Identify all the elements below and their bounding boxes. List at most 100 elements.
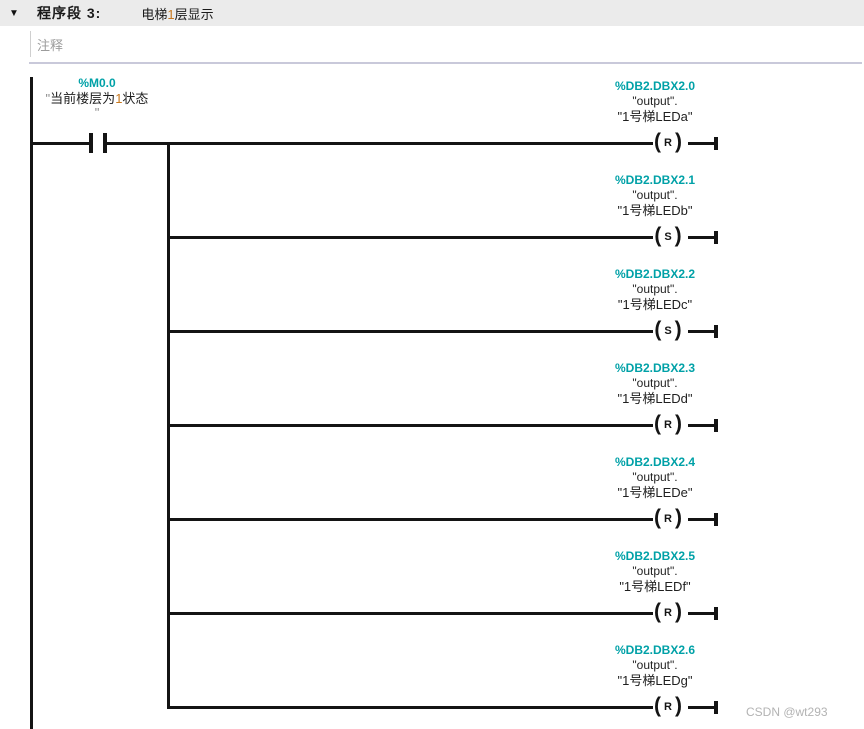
power-rail-stub (714, 419, 718, 432)
network-title[interactable]: 电梯1层显示 (141, 4, 213, 23)
collapse-triangle-icon[interactable]: ▼ (9, 7, 19, 19)
power-rail-stub (714, 325, 718, 338)
power-rail-stub (714, 137, 718, 150)
contact-name-part1: 当前楼层为 (50, 91, 116, 106)
coil-operand-label[interactable]: %DB2.DBX2.2 "output". "1号梯LEDc" (565, 266, 745, 313)
coil-symbol[interactable]: ( R ) (648, 505, 688, 533)
contact-address: %M0.0 (78, 76, 116, 90)
coil-paren-open: ( (654, 318, 662, 341)
coil-address: %DB2.DBX2.4 (614, 455, 696, 469)
coil-symbol[interactable]: ( S ) (648, 317, 688, 345)
network-header[interactable]: ▼ 程序段 3: 电梯1层显示 (0, 0, 864, 26)
network-title-part1: 电梯 (141, 6, 168, 22)
wire-coil-to-rail (688, 518, 716, 521)
coil-op-letter: S (664, 231, 672, 243)
coil-operand-label[interactable]: %DB2.DBX2.3 "output". "1号梯LEDd" (565, 360, 745, 407)
coil-op-letter: S (664, 325, 672, 337)
coil-operand-label[interactable]: %DB2.DBX2.1 "output". "1号梯LEDb" (565, 172, 745, 219)
wire-branch-to-coil (167, 706, 653, 709)
coil-db-name: "output". (632, 94, 678, 108)
coil-address: %DB2.DBX2.0 (614, 79, 696, 93)
coil-operand-label[interactable]: %DB2.DBX2.4 "output". "1号梯LEDe" (565, 454, 745, 501)
coil-paren-close: ) (674, 506, 682, 529)
comment-left-border (30, 31, 31, 57)
coil-paren-open: ( (654, 506, 662, 529)
coil-tag-name: "1号梯LEDa" (617, 109, 693, 124)
network-number-label: 程序段 3: (37, 5, 102, 21)
coil-db-name: "output". (632, 658, 678, 672)
coil-symbol[interactable]: ( R ) (648, 129, 688, 157)
coil-paren-close: ) (674, 412, 682, 435)
contact-operand-label[interactable]: %M0.0 "当前楼层为1状态 " (16, 76, 178, 119)
coil-op-letter: R (664, 513, 672, 525)
power-rail-stub (714, 701, 718, 714)
coil-operand-label[interactable]: %DB2.DBX2.5 "output". "1号梯LEDf" (565, 548, 745, 595)
coil-address: %DB2.DBX2.5 (614, 549, 696, 563)
power-rail-stub (714, 513, 718, 526)
contact-name-part2: 状态 (122, 91, 149, 106)
coil-operand-label[interactable]: %DB2.DBX2.0 "output". "1号梯LEDa" (565, 78, 745, 125)
coil-paren-open: ( (654, 130, 662, 153)
coil-address: %DB2.DBX2.3 (614, 361, 696, 375)
wire-coil-to-rail (688, 424, 716, 427)
wire-coil-to-rail (688, 142, 716, 145)
coil-paren-close: ) (674, 224, 682, 247)
coil-op-letter: R (664, 137, 672, 149)
coil-operand-label[interactable]: %DB2.DBX2.6 "output". "1号梯LEDg" (565, 642, 745, 689)
contact-symbol[interactable] (103, 133, 107, 153)
wire-branch-to-coil (167, 236, 653, 239)
wire-branch-to-coil (167, 424, 653, 427)
comment-underline (29, 62, 862, 64)
network-title-digit: 1 (167, 6, 175, 22)
coil-address: %DB2.DBX2.1 (614, 173, 696, 187)
coil-address: %DB2.DBX2.6 (614, 643, 696, 657)
network-comment-input[interactable]: 注释 (37, 38, 64, 53)
coil-db-name: "output". (632, 282, 678, 296)
coil-paren-open: ( (654, 412, 662, 435)
power-rail-stub (714, 607, 718, 620)
coil-tag-name: "1号梯LEDc" (617, 297, 693, 312)
coil-db-name: "output". (632, 564, 678, 578)
coil-paren-close: ) (674, 318, 682, 341)
wire-coil-to-rail (688, 236, 716, 239)
coil-paren-close: ) (674, 130, 682, 153)
coil-tag-name: "1号梯LEDe" (617, 485, 693, 500)
coil-symbol[interactable]: ( R ) (648, 599, 688, 627)
wire-coil-to-rail (688, 706, 716, 709)
coil-paren-close: ) (674, 600, 682, 623)
coil-paren-open: ( (654, 600, 662, 623)
coil-address: %DB2.DBX2.2 (614, 267, 696, 281)
coil-db-name: "output". (632, 376, 678, 390)
coil-paren-open: ( (654, 694, 662, 717)
wire-coil-to-rail (688, 612, 716, 615)
wire-branch-to-coil (167, 612, 653, 615)
coil-db-name: "output". (632, 188, 678, 202)
watermark-text: CSDN @wt293 (746, 705, 828, 719)
coil-tag-name: "1号梯LEDf" (619, 579, 691, 594)
coil-db-name: "output". (632, 470, 678, 484)
power-rail-left (30, 77, 33, 729)
coil-symbol[interactable]: ( R ) (648, 693, 688, 721)
contact-name-open-quote: " (45, 91, 51, 106)
coil-tag-name: "1号梯LEDb" (617, 203, 693, 218)
wire-rung-1 (107, 142, 653, 145)
wire-branch-to-coil (167, 330, 653, 333)
contact-symbol[interactable] (89, 133, 93, 153)
coil-tag-name: "1号梯LEDd" (617, 391, 693, 406)
wire-branch-to-coil (167, 518, 653, 521)
coil-paren-open: ( (654, 224, 662, 247)
wire-rail-to-contact (33, 142, 89, 145)
coil-symbol[interactable]: ( R ) (648, 411, 688, 439)
coil-op-letter: R (664, 607, 672, 619)
power-rail-stub (714, 231, 718, 244)
contact-name: "当前楼层为1状态 (16, 91, 178, 106)
coil-op-letter: R (664, 701, 672, 713)
coil-paren-close: ) (674, 694, 682, 717)
coil-symbol[interactable]: ( S ) (648, 223, 688, 251)
coil-tag-name: "1号梯LEDg" (617, 673, 693, 688)
network-title-part2: 层显示 (174, 6, 214, 22)
contact-name-digit: 1 (115, 91, 123, 106)
wire-coil-to-rail (688, 330, 716, 333)
contact-name-close-quote: " (94, 105, 100, 120)
